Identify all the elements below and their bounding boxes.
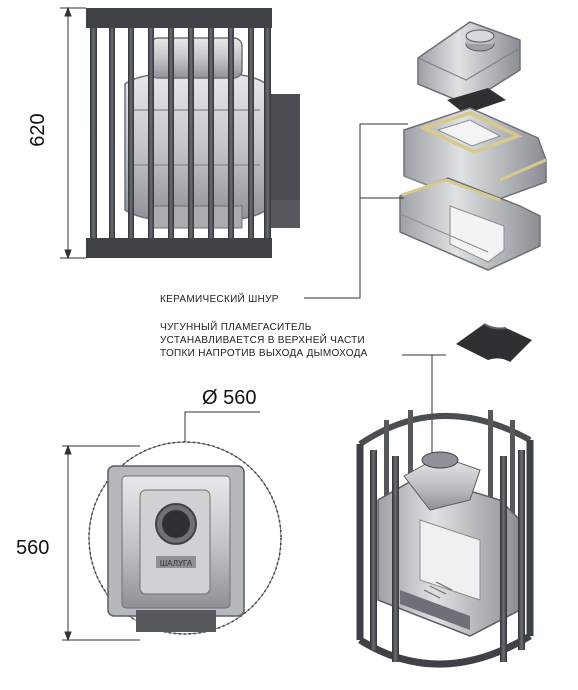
height-dimension-line <box>60 6 86 260</box>
diameter-leader-line <box>184 411 260 442</box>
cutaway-stove-body <box>377 451 521 637</box>
flame-arrester-callout-line3: ТОПКИ НАПРОТИВ ВЫХОДА ДЫМОХОДА <box>160 348 368 359</box>
diameter-dimension-label: Ø 560 <box>202 387 256 409</box>
front-cage-bottom-ring <box>86 238 272 258</box>
flame-arrester-callout-line1: ЧУГУННЫЙ ПЛАМЕГАСИТЕЛЬ <box>160 320 312 333</box>
lower-section-part <box>399 177 541 271</box>
cutaway-view <box>356 410 534 668</box>
depth-dimension-label: 560 <box>16 537 49 559</box>
plan-stove-body <box>107 465 245 632</box>
front-cage-top-ring <box>86 8 272 28</box>
top-cap-part <box>417 21 521 105</box>
gasket-plate <box>447 88 506 114</box>
flame-arrester-part <box>456 323 532 362</box>
plan-view: ШАЛУГА <box>62 411 282 642</box>
flame-arrester-callout-line2: УСТАНАВЛИВАЕТСЯ В ВЕРХНЕЙ ЧАСТИ <box>160 333 365 346</box>
cutaway-cage-front-ring <box>358 632 532 668</box>
brand-plate-text: ШАЛУГА <box>160 559 193 568</box>
height-dimension-label: 620 <box>27 113 49 146</box>
ceramic-cord-callout: КЕРАМИЧЕСКИЙ ШНУР <box>160 292 279 305</box>
exploded-view <box>304 21 547 299</box>
front-cage-bars <box>90 28 271 238</box>
front-view <box>60 6 300 260</box>
depth-dimension-line <box>62 444 140 642</box>
ceramic-cord-leader-line <box>304 123 408 299</box>
cutaway-cage-bars <box>370 450 525 662</box>
